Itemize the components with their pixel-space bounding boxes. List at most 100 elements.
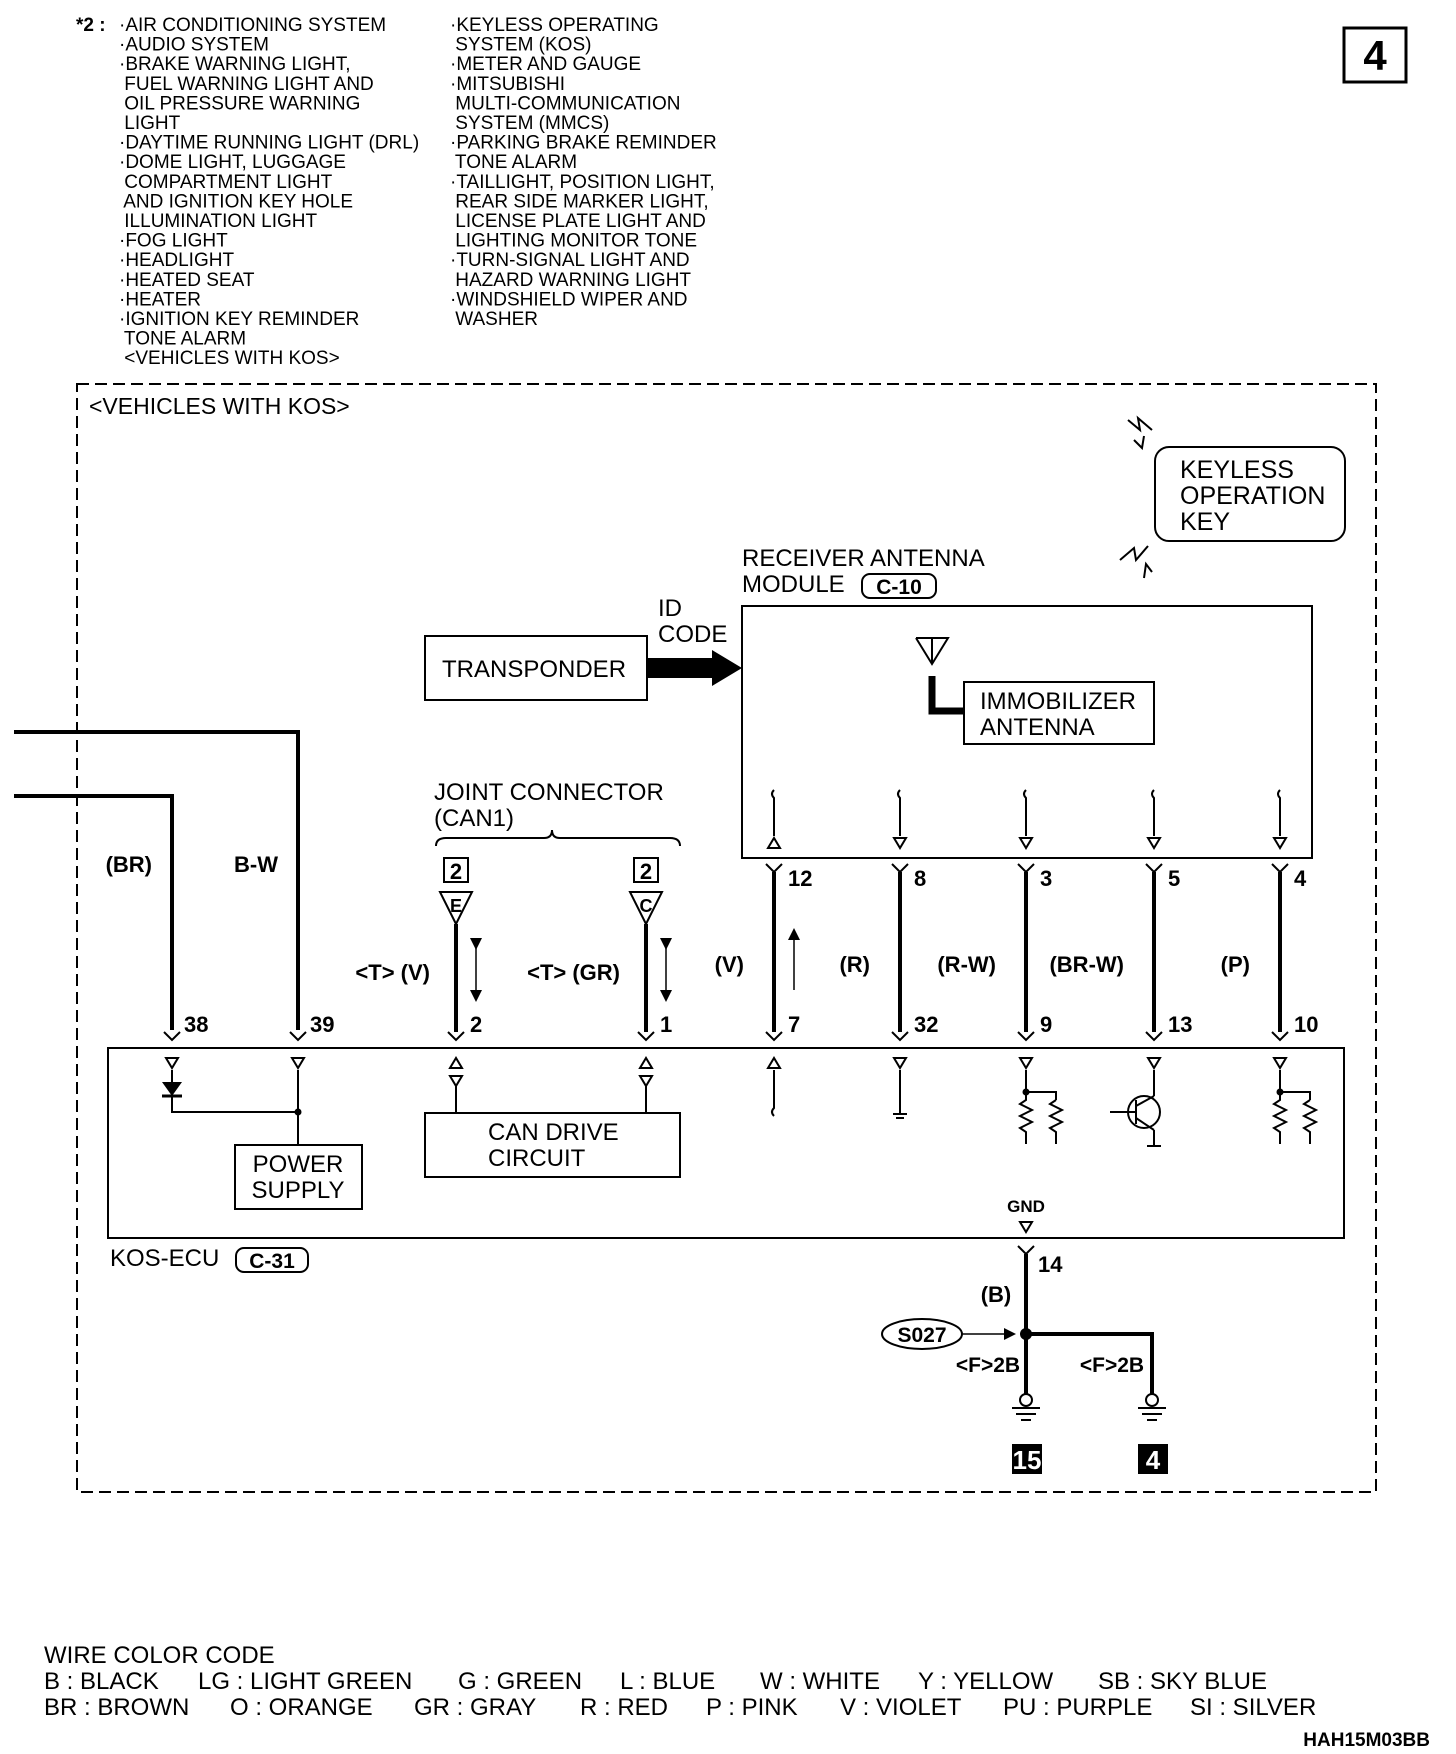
pin-fork [1145, 863, 1163, 874]
note-item: WASHER [450, 309, 538, 330]
diode-icon [162, 1082, 182, 1096]
module-pin-number: 3 [1040, 866, 1052, 891]
module-wire: 12(V)7 [715, 789, 812, 1069]
transistor-icon [1110, 1070, 1161, 1147]
ecu-name: KOS-ECU [110, 1245, 219, 1272]
pin-fork [447, 1031, 465, 1042]
terminal-triangle [1018, 1057, 1034, 1070]
receiver-antenna-module [741, 605, 1313, 859]
pin-fork [289, 1031, 307, 1042]
note-item: SYSTEM (KOS) [450, 35, 591, 56]
keyless-operation-key-box [1154, 446, 1346, 542]
antenna-icon [915, 637, 964, 715]
gnd-branch-wire [1026, 1332, 1154, 1394]
gnd-wire-color: (B) [981, 1282, 1012, 1307]
can-drive-circuit-box [424, 1112, 681, 1178]
color-code-entry: BR : BROWN [44, 1694, 189, 1721]
note-item: COMPARTMENT LIGHT [119, 172, 333, 193]
joint-connector-triangle [438, 891, 474, 927]
module-stub [771, 789, 775, 836]
transponder-label: TRANSPONDER [442, 656, 626, 683]
gnd-pin: 14 [1038, 1252, 1063, 1277]
pin-fork [163, 1031, 181, 1042]
kos-section-frame [76, 383, 1377, 1493]
note-item: ·KEYLESS OPERATING [450, 15, 659, 36]
power-internal-wire [171, 1070, 298, 1113]
kos-ecu-box [107, 1047, 1345, 1239]
pin-fork [1017, 1031, 1035, 1042]
radio-wave-icon [1119, 545, 1153, 579]
note-item: ·DAYTIME RUNNING LIGHT (DRL) [119, 133, 419, 154]
terminal-triangle [638, 1075, 654, 1088]
ecu-pin-number: 2 [470, 1012, 482, 1037]
color-code-entry: GR : GRAY [414, 1694, 536, 1721]
ecu-pin-number: 39 [310, 1012, 334, 1037]
terminal-triangle [638, 1056, 654, 1069]
note-item: ·TAILLIGHT, POSITION LIGHT, [450, 172, 715, 193]
note-item: ·AUDIO SYSTEM [119, 35, 269, 56]
note-item: ·HEADLIGHT [119, 250, 234, 271]
receiver-connector-badge [861, 573, 937, 599]
gnd-terminal [1018, 1221, 1034, 1234]
color-code-entry: L : BLUE [620, 1668, 715, 1695]
pin-fork [1271, 863, 1289, 874]
ecu-pin-number: 13 [1168, 1012, 1192, 1037]
immobilizer-antenna-box [963, 681, 1155, 745]
note-item: <VEHICLES WITH KOS> [119, 348, 340, 369]
note-item: ·FOG LIGHT [119, 231, 228, 252]
joint-pin-letter: E [450, 896, 462, 916]
note-item: AND IGNITION KEY HOLE [119, 191, 353, 212]
pin-fork [637, 1031, 655, 1042]
module-wire: 3(R-W)9 [937, 789, 1052, 1070]
resistor-pair-icon [1017, 1070, 1065, 1144]
module-wires: 12(V)78(R)323(R-W)95(BR-W)134(P)10 [715, 789, 1318, 1070]
id-code-line2: CODE [658, 621, 727, 648]
keyless-key-line3: KEY [1180, 508, 1230, 536]
terminal-triangle [164, 1057, 180, 1070]
ground-icon [1012, 1393, 1040, 1421]
note-item: LIGHTING MONITOR TONE [450, 231, 697, 252]
pin-fork [765, 863, 783, 874]
ground1-label: <F>2B [956, 1354, 1020, 1377]
module-wire: 4(P)10 [1221, 789, 1318, 1070]
transponder-box [424, 635, 648, 701]
wire-color-label: (R) [839, 952, 870, 977]
note-item: HAZARD WARNING LIGHT [450, 270, 691, 291]
color-code-entry: P : PINK [706, 1694, 798, 1721]
wire-br [14, 794, 174, 1030]
note-column-2: ·KEYLESS OPERATING SYSTEM (KOS)·METER AN… [450, 15, 717, 330]
immobilizer-line1: IMMOBILIZER [980, 688, 1136, 715]
terminal-triangle [1272, 1057, 1288, 1070]
note-item: ·WINDSHIELD WIPER AND [450, 289, 688, 310]
wire-color-label: (BR) [106, 852, 152, 877]
wire-color-label: (V) [715, 952, 744, 977]
junction-dot [294, 1108, 302, 1116]
note-item: FUEL WARNING LIGHT AND [119, 74, 374, 95]
ecu-pin-number: 9 [1040, 1012, 1052, 1037]
color-code-entry: PU : PURPLE [1003, 1694, 1152, 1721]
wire-color-label: (P) [1221, 952, 1250, 977]
terminal-triangle [892, 837, 908, 850]
note-item: ·BRAKE WARNING LIGHT, [119, 54, 351, 75]
terminal-triangle [766, 1056, 782, 1069]
terminal-triangle [1146, 1057, 1162, 1070]
ground-ref-1: 15 [1013, 1445, 1042, 1475]
joint-pin-box [443, 857, 469, 883]
terminal-triangle [1146, 837, 1162, 850]
note-item: ·AIR CONDITIONING SYSTEM [119, 15, 386, 36]
module-stub [1277, 789, 1281, 836]
module-stub [1151, 789, 1155, 836]
note-item: ·DOME LIGHT, LUGGAGE [119, 152, 346, 173]
page-number-box [1342, 26, 1408, 84]
ground2-label: <F>2B [1080, 1354, 1144, 1377]
terminal-triangle [892, 1057, 908, 1070]
joint-connector-sub: (CAN1) [434, 805, 514, 832]
joint-pin-box [633, 857, 659, 883]
module-pin-number: 8 [914, 866, 926, 891]
note-item: ·METER AND GAUGE [450, 54, 641, 75]
note-item: ·IGNITION KEY REMINDER [119, 309, 359, 330]
receiver-module-title2: MODULE [742, 571, 845, 598]
color-code-entry: G : GREEN [458, 1668, 582, 1695]
